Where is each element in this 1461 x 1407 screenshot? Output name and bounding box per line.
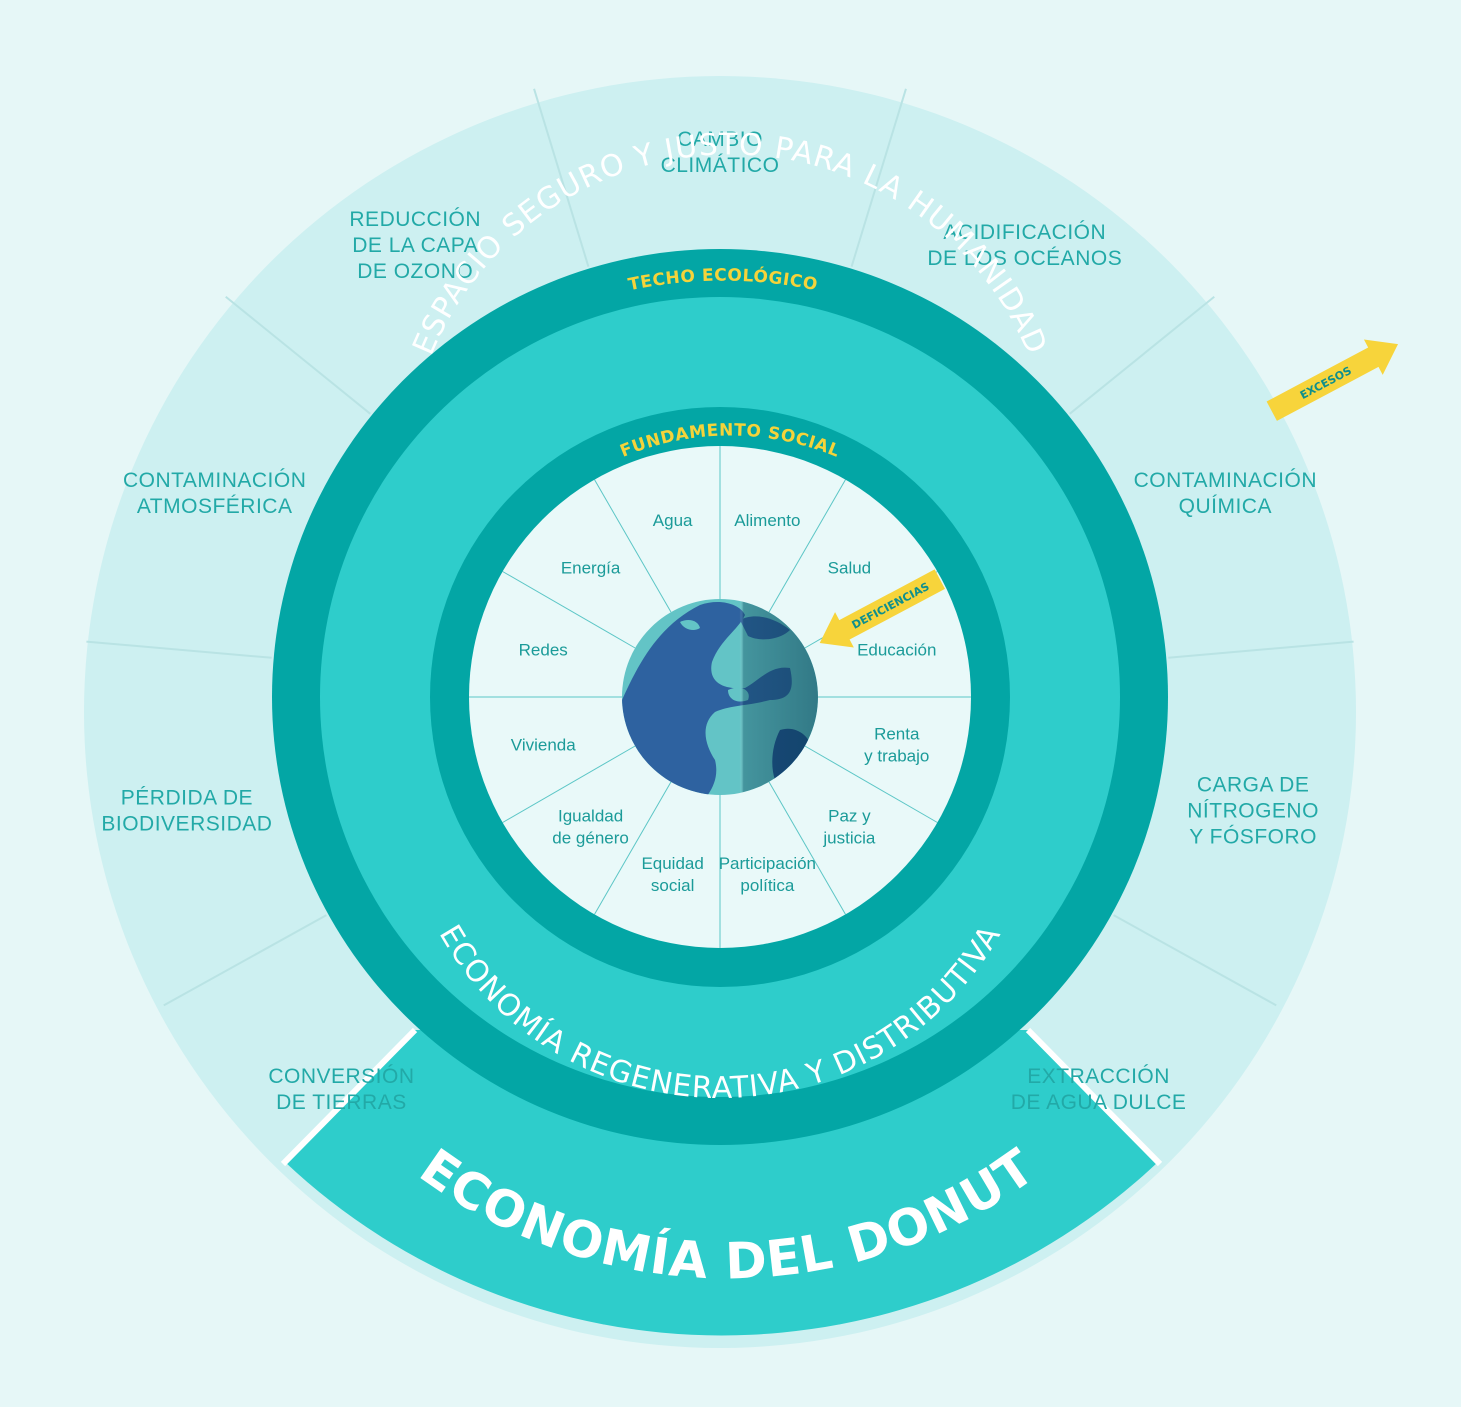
foundation-label-salud: Salud	[828, 559, 871, 578]
overshoot-arrow: EXCESOS	[1262, 326, 1407, 428]
foundation-label-vivienda: Vivienda	[511, 735, 576, 754]
foundation-label-agua: Agua	[653, 511, 693, 530]
foundation-label-educacion: Educación	[857, 641, 936, 660]
foundation-label-redes: Redes	[519, 641, 568, 660]
foundation-label-alimento: Alimento	[734, 511, 800, 530]
foundation-label-energia: Energía	[561, 559, 621, 578]
